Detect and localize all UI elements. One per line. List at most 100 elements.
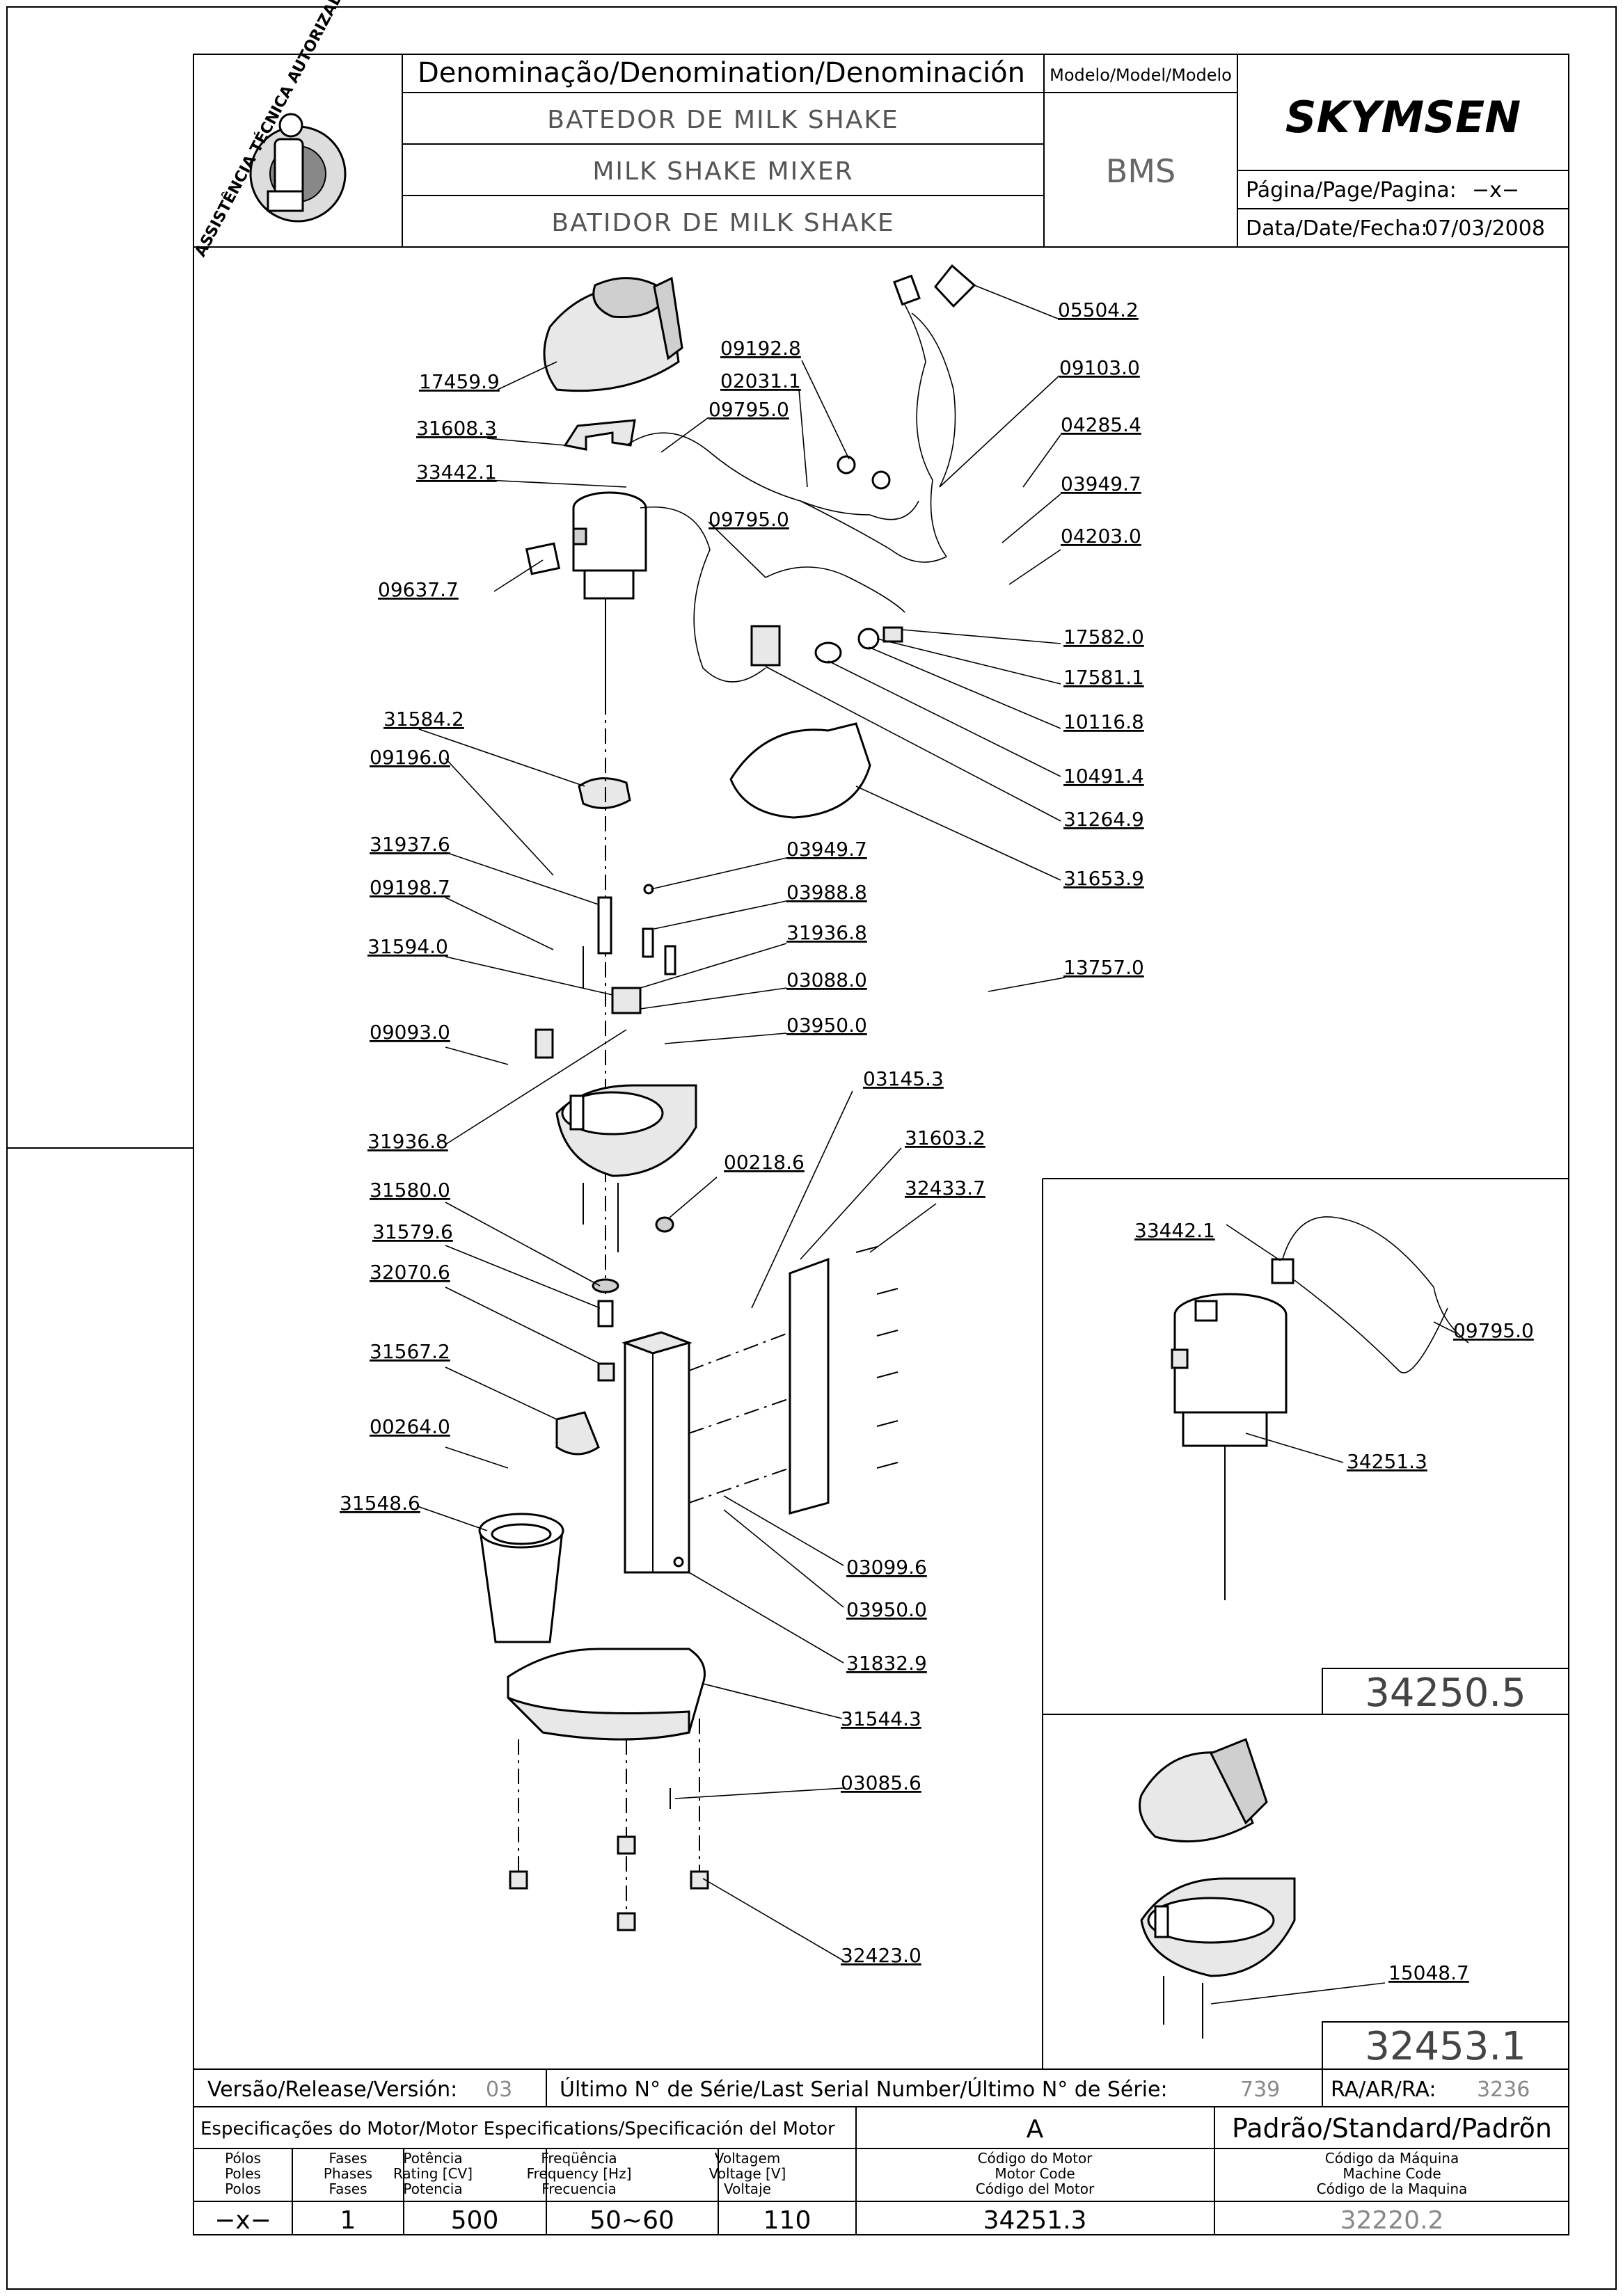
col-header: Phases: [324, 2165, 372, 2182]
part-label: 31548.6: [340, 1492, 420, 1515]
motor-spec-label: Especificações do Motor/Motor Especifica…: [200, 2119, 835, 2139]
panel-screws: [855, 1246, 898, 1469]
column: [622, 1331, 692, 1574]
voltage-value: 110: [763, 2206, 812, 2235]
date-value: 07/03/2008: [1425, 216, 1545, 241]
part-label: 03099.6: [846, 1556, 927, 1579]
col-header: Potencia: [403, 2181, 462, 2197]
page-value: −x−: [1472, 178, 1519, 202]
machine-code-value: 32220.2: [1340, 2206, 1444, 2235]
base-housing: [555, 1084, 697, 1177]
switch-bracket: [611, 987, 642, 1014]
part-label: 31608.3: [416, 417, 497, 440]
part-label: 03145.3: [863, 1067, 944, 1090]
washer: [592, 1278, 619, 1293]
col-header: Motor Code: [995, 2165, 1075, 2182]
part-label: 09637.7: [378, 578, 459, 601]
col-header: Código del Motor: [976, 2181, 1095, 2197]
model-value: BMS: [1106, 152, 1175, 190]
exploded-view: [478, 264, 976, 1931]
part-label: 09196.0: [370, 746, 450, 769]
part-label: 13757.0: [1063, 956, 1144, 979]
footer-table: Versão/Release/Versión: 03 Último N° de …: [193, 2068, 1569, 2235]
part-label: 31584.2: [383, 708, 464, 731]
rating-value: 500: [451, 2206, 499, 2235]
product-name-pt: BATEDOR DE MILK SHAKE: [547, 106, 898, 134]
part-label: 17581.1: [1063, 666, 1144, 689]
gasket: [814, 641, 842, 664]
motor-letter: A: [1027, 2115, 1044, 2144]
standard-label: Padrão/Standard/Padrõn: [1232, 2113, 1552, 2144]
col-header: Fases: [328, 2150, 367, 2167]
part-label: 03950.0: [846, 1598, 927, 1621]
bracket: [563, 419, 636, 451]
nut: [655, 1216, 674, 1233]
col-header: Código de la Maquina: [1317, 2181, 1468, 2197]
part-label: 04285.4: [1061, 413, 1141, 436]
title-block: ASSISTÊNCIA TÉCNICA AUTORIZADA Denominaç…: [191, 0, 1569, 260]
part-label: 32423.0: [841, 1944, 921, 1967]
col-header: Fases: [328, 2181, 367, 2197]
part-label: 09093.0: [370, 1021, 450, 1044]
col-header: Pólos: [225, 2150, 261, 2167]
version-label: Versão/Release/Versión:: [207, 2078, 457, 2102]
part-label: 31580.0: [370, 1179, 450, 1202]
model-label: Modelo/Model/Modelo: [1050, 65, 1232, 85]
logo-text: ASSISTÊNCIA TÉCNICA AUTORIZADA: [191, 0, 352, 260]
inset-base-kit: 15048.7 32453.1: [1139, 1738, 1526, 2069]
col-header: Polos: [225, 2181, 261, 2197]
part-label: 31936.8: [367, 1130, 448, 1153]
part-label: 31579.6: [372, 1220, 453, 1243]
power-plug: [893, 274, 921, 306]
frequency-value: 50~60: [589, 2206, 674, 2235]
inset-part-label: 34251.3: [1347, 1450, 1427, 1473]
part-label: 32070.6: [370, 1261, 450, 1284]
serial-label: Último N° de Série/Last Serial Number/Úl…: [560, 2076, 1168, 2102]
part-label: 31653.9: [1063, 867, 1144, 890]
inset-assembly-code: 34250.5: [1365, 1671, 1526, 1716]
part-label: 31937.6: [370, 833, 450, 856]
pivot-pin: [597, 1362, 615, 1382]
inset-part-label: 15048.7: [1388, 1961, 1469, 1984]
product-name-es: BATIDOR DE MILK SHAKE: [551, 209, 894, 237]
part-label: 31567.2: [370, 1340, 450, 1363]
base-plate: [507, 1648, 706, 1741]
cover-plate: [729, 722, 871, 819]
part-label: 10116.8: [1063, 710, 1144, 733]
part-label: 09103.0: [1059, 356, 1140, 379]
denomination-label: Denominação/Denomination/Denominación: [418, 57, 1025, 89]
col-header: Voltage [V]: [709, 2165, 786, 2182]
date-label: Data/Date/Fecha:: [1246, 216, 1428, 241]
part-label: 31832.9: [846, 1652, 927, 1675]
part-label: 32433.7: [905, 1177, 985, 1199]
brand-logo: SKYMSEN: [1285, 92, 1521, 143]
part-label: 33442.1: [416, 461, 497, 484]
panel-assembly-lines: [688, 1332, 791, 1504]
part-label: 03988.8: [786, 881, 867, 904]
col-header: Machine Code: [1343, 2165, 1441, 2182]
part-label: 02031.1: [720, 369, 801, 392]
part-label: 31936.8: [786, 921, 867, 944]
rubber-feet: [509, 1719, 709, 1931]
product-name-en: MILK SHAKE MIXER: [592, 157, 853, 186]
motor-code-value: 34251.3: [983, 2206, 1087, 2235]
rear-panel: [789, 1257, 830, 1515]
microswitch: [535, 1028, 554, 1059]
page-border: [6, 6, 1617, 2290]
part-label: 09795.0: [708, 508, 789, 531]
part-label: 03949.7: [786, 838, 867, 861]
leader-lines: [417, 285, 1066, 1961]
part-label: 31544.3: [841, 1707, 921, 1730]
inset-frames: [1042, 1178, 1569, 2070]
ra-label: RA/AR/RA:: [1331, 2078, 1436, 2102]
capacitor: [837, 455, 856, 475]
part-label: 03950.0: [786, 1014, 867, 1037]
part-label: 31594.0: [367, 935, 448, 958]
part-label: 31264.9: [1063, 808, 1144, 831]
switch-knob: [882, 626, 903, 643]
motor-cover: [543, 276, 683, 392]
col-header: Voltagem: [715, 2150, 781, 2167]
col-header: Código do Motor: [978, 2150, 1093, 2167]
inset-part-label: 33442.1: [1134, 1219, 1215, 1242]
